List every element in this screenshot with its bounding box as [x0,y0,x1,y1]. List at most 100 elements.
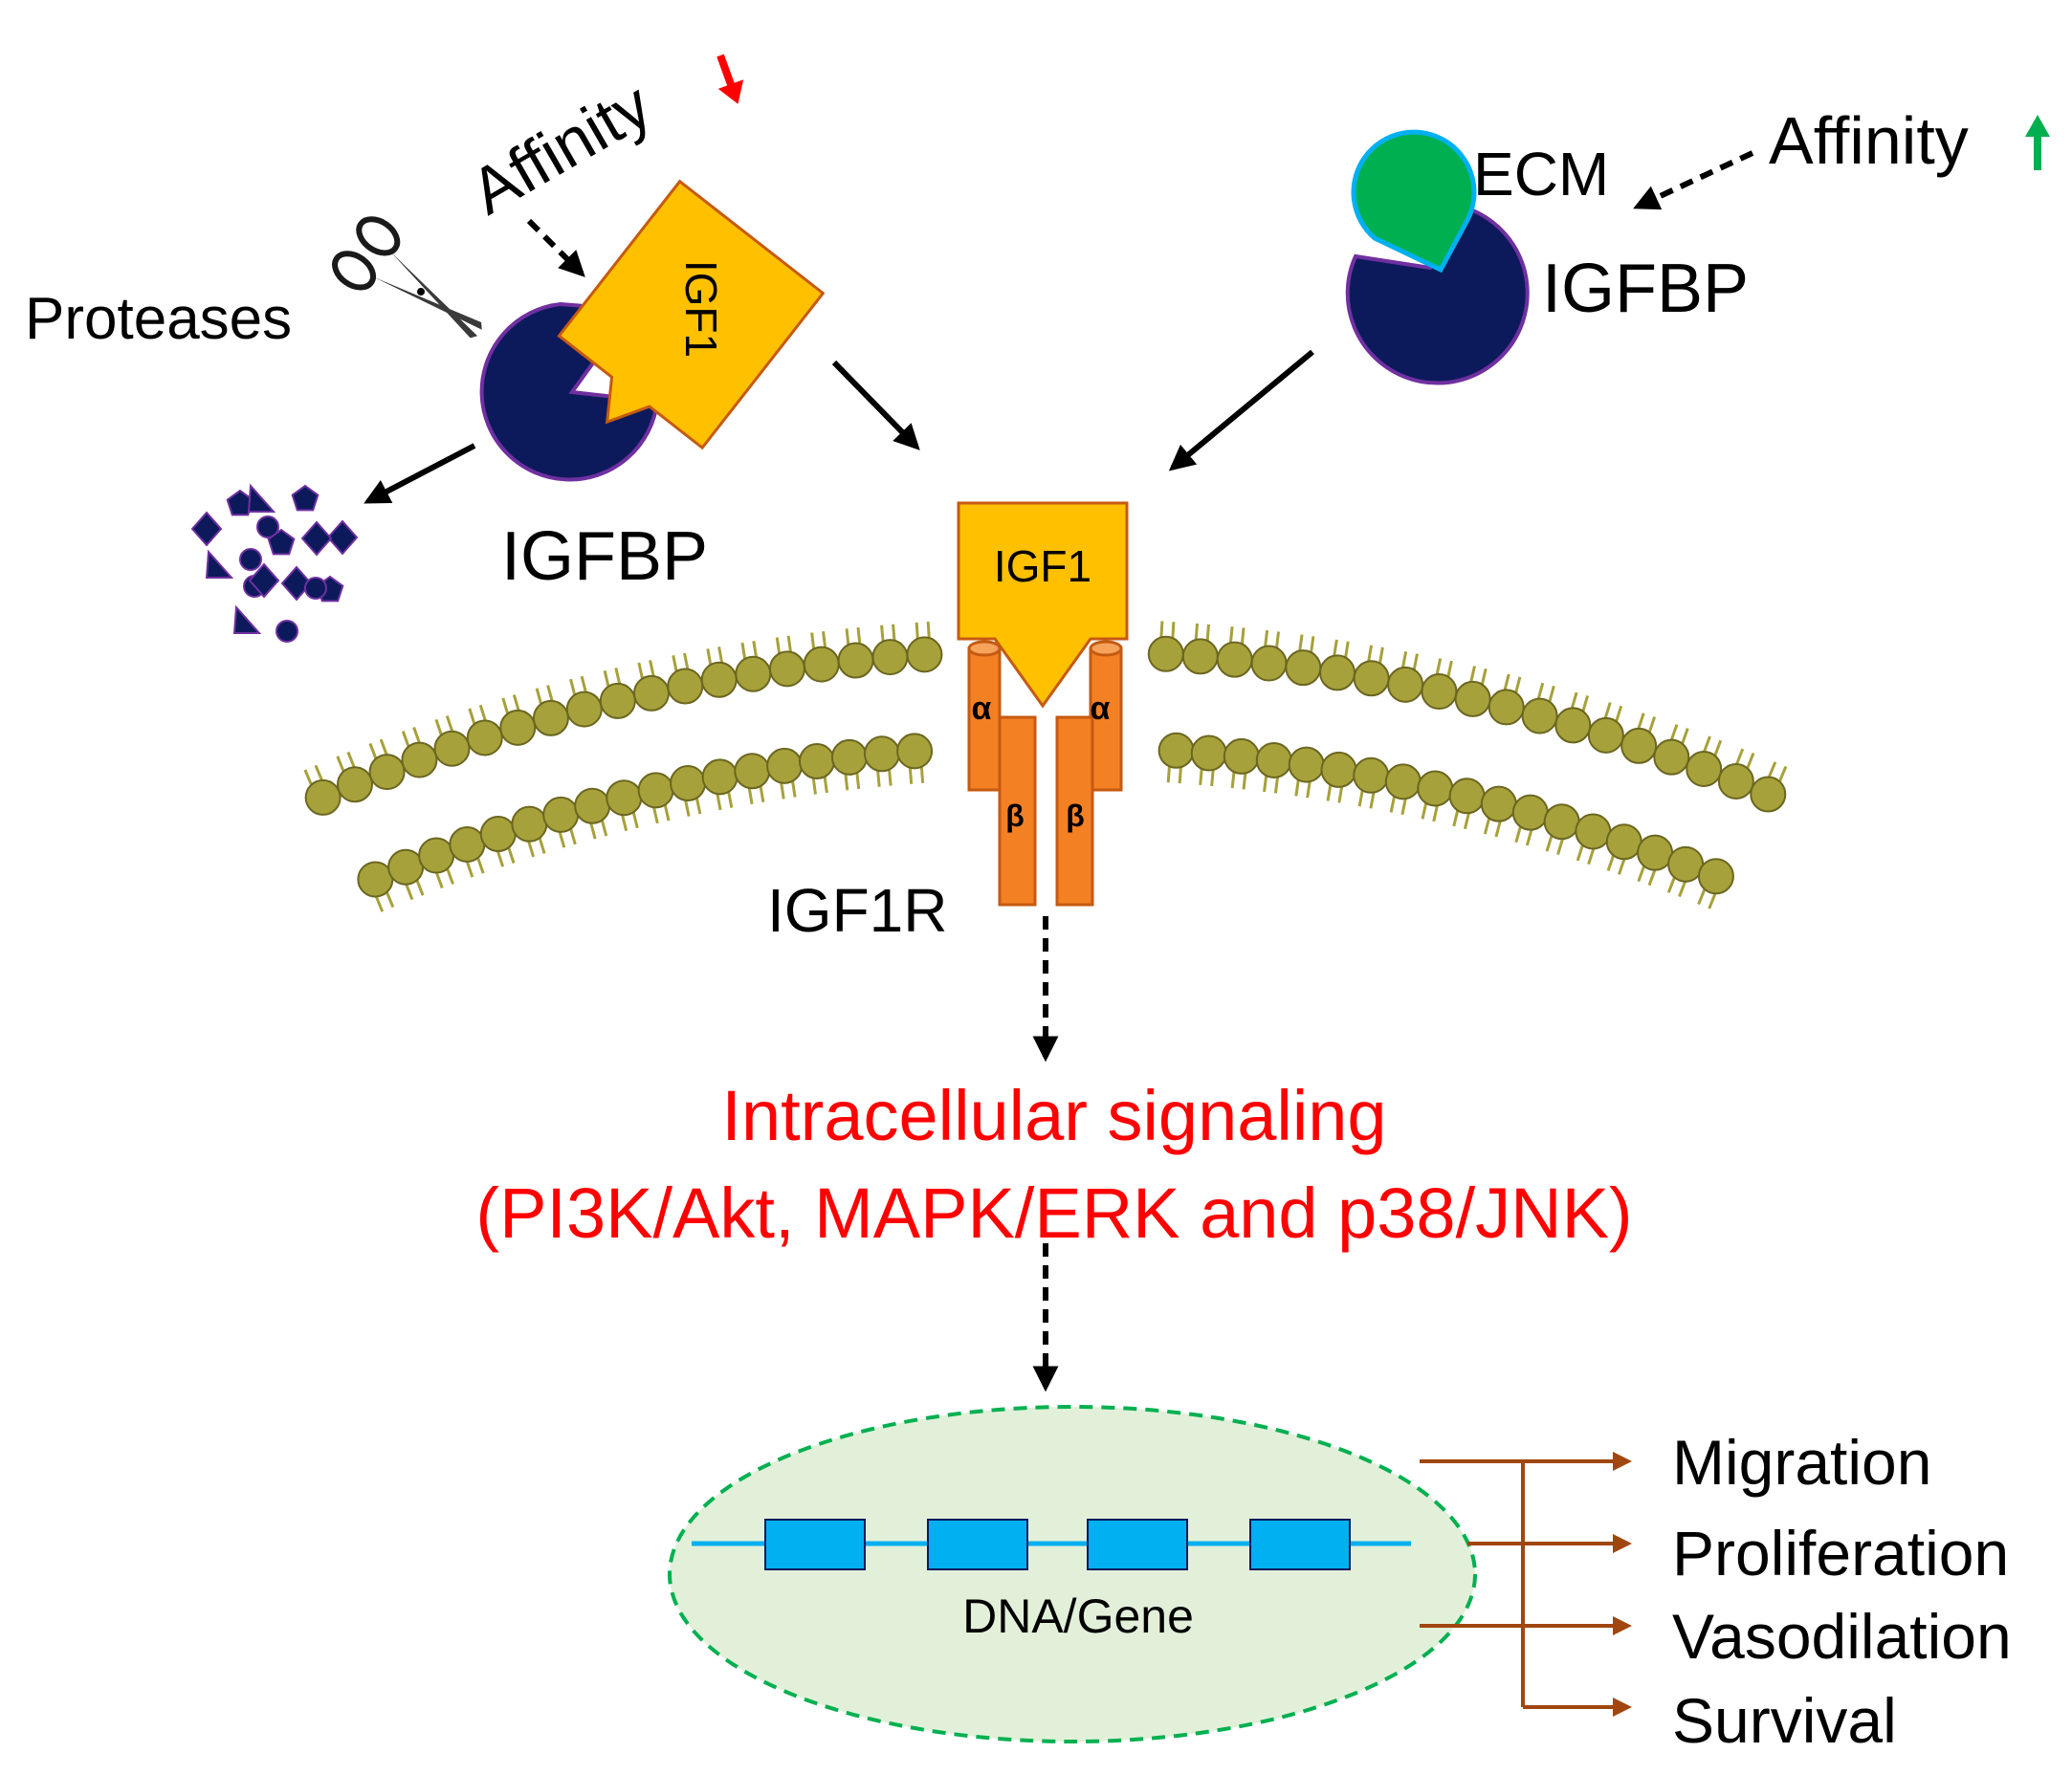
lipid-head [837,642,874,679]
lipid-head [574,787,611,824]
outcome-migration: Migration [1672,1427,1931,1498]
lipid-head [449,825,486,863]
lipid-head [599,682,636,719]
beta-right-label: β [1066,799,1085,833]
lipid-head [734,753,771,790]
fragment-tri [205,549,234,579]
lipid-head [357,861,394,898]
igf1r-receptor: IGF1 α α β β [957,501,1129,907]
beta-subunit-right [1055,715,1094,907]
lipid-head [863,735,900,773]
lipid-head [1521,697,1558,734]
affinity-left-group: Affinity [459,69,664,229]
ecm-label: ECM [1473,140,1609,208]
lipid-head [1605,823,1642,861]
affinity-down-arrow-icon [716,54,744,104]
lipid-head [511,805,548,843]
lipid-head [1575,813,1612,850]
lipid-head [368,754,406,791]
left-igfbp-complex: IGF1 [479,179,826,482]
fragment-diamond [300,520,333,557]
lipid-head [871,639,909,676]
lipid-head [1488,689,1525,726]
alpha-subunit-right [1089,646,1123,792]
outcome-vasodilation: Vasodilation [1672,1601,2012,1672]
igfbp-left-shape [479,301,660,482]
fragment-circ [276,620,298,643]
signaling-line2: (PI3K/Akt, MAPK/ERK and p38/JNK) [475,1173,1632,1253]
lipid-head [1223,737,1260,775]
lipid-head [466,719,503,756]
igf1r-label: IGF1R [767,876,947,945]
beta-left-label: β [1005,799,1025,833]
lipid-head [1157,732,1195,769]
beta-subunit-left [998,715,1037,907]
lipid-head [632,674,670,712]
gene-box-1 [764,1519,866,1570]
affinity-left-label: Affinity [459,69,664,229]
lipid-head [766,747,804,784]
affinity-left-dashed-arrow [526,218,585,277]
lipid-head [1320,751,1357,788]
lipid-head [542,796,580,833]
gene-box-3 [1087,1519,1188,1570]
lipid-head [1288,746,1325,783]
igf1-release-arrow-right [1168,349,1314,471]
lipid-head [1147,635,1184,672]
igf1-receptor-ligand-label: IGF1 [994,541,1091,591]
igfbp-fragments [190,483,359,643]
nucleus [668,1405,1477,1743]
igfbp-left-label: IGFBP [501,518,708,595]
lipid-head [336,766,373,803]
cell-membrane-bilayer [303,621,1788,912]
fragment-pent [291,484,320,512]
gene-boxes [764,1519,1351,1570]
lipid-head [896,733,934,770]
lipid-head [1686,750,1723,787]
lipid-head [667,668,704,705]
lipid-head [1285,649,1322,687]
lipid-head [1717,762,1754,800]
lipid-head [499,709,537,746]
affinity-up-arrow-icon [2025,115,2050,170]
lipid-head [830,738,868,776]
lipid-head [433,730,471,767]
lipid-head [1421,673,1458,711]
igf1-ligand-receptor [957,501,1129,709]
lipid-head [1353,660,1390,697]
lipid-head [637,772,674,809]
fragment-circ [304,577,327,600]
igf1-bound-label: IGF1 [676,260,726,358]
lipid-head [1554,707,1592,744]
fragment-diamond [190,511,223,547]
fragment-circ [256,515,279,538]
right-igfbp-complex [1345,129,1530,385]
lipid-head [1620,727,1658,764]
lipid-head [768,650,805,688]
lipid-head [418,837,455,874]
lipid-head [803,646,840,683]
gene-box-4 [1249,1519,1351,1570]
igf1-release-arrow-left [831,360,920,450]
lipid-head [1667,845,1705,883]
lipid-head [700,661,738,698]
lipid-head [401,741,438,778]
fragment-tri [232,604,262,634]
lipid-head [1543,803,1580,841]
lipid-head [670,765,707,802]
outcome-survival: Survival [1672,1685,1897,1756]
lipid-head [1587,716,1624,754]
outcome-proliferation: Proliferation [1672,1518,2009,1589]
igf1-bound-left: IGF1 [557,179,826,450]
fragment-diamond [248,562,280,599]
igfbp-right-shape [1345,204,1530,385]
lipid-head [1454,680,1491,717]
gene-box-2 [927,1519,1028,1570]
degradation-arrow [364,443,476,504]
proteases-label: Proteases [25,286,292,352]
signaling-line1: Intracellular signaling [721,1076,1386,1155]
lipid-head [387,848,425,886]
lipid-head [1653,738,1690,776]
